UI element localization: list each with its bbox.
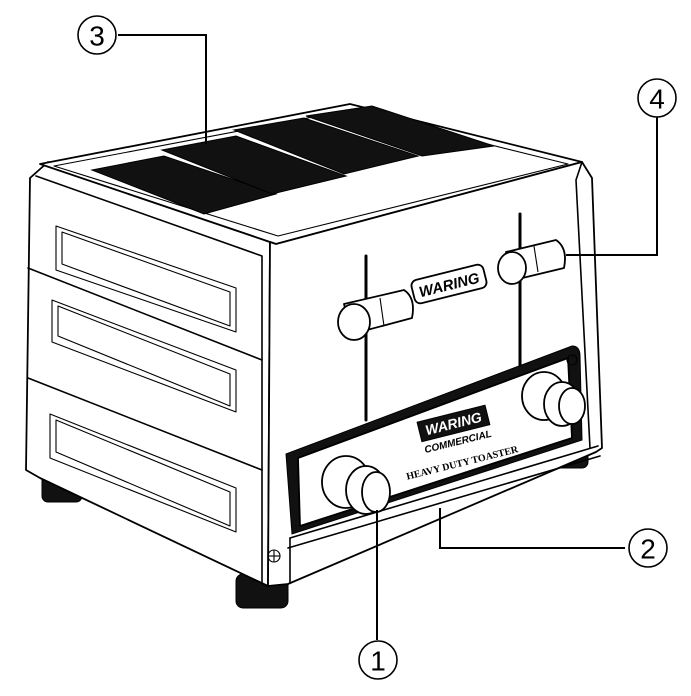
control-knob-right: [521, 371, 586, 427]
callout-leaders: [118, 34, 658, 640]
toaster-side-face: [25, 161, 271, 587]
callout-2: 2: [628, 528, 668, 568]
carriage-lever-left: [337, 289, 414, 341]
bread-slots: [90, 105, 495, 215]
callout-1: 1: [358, 640, 398, 680]
carriage-lever-right: [497, 239, 566, 285]
callout-number-3: 3: [89, 21, 105, 52]
callout-3: 3: [77, 15, 117, 55]
callout-number-4: 4: [649, 84, 665, 115]
callout-number-1: 1: [370, 646, 386, 677]
control-knob-left: [321, 455, 391, 515]
callout-number-2: 2: [640, 534, 656, 565]
callout-4: 4: [637, 78, 677, 118]
